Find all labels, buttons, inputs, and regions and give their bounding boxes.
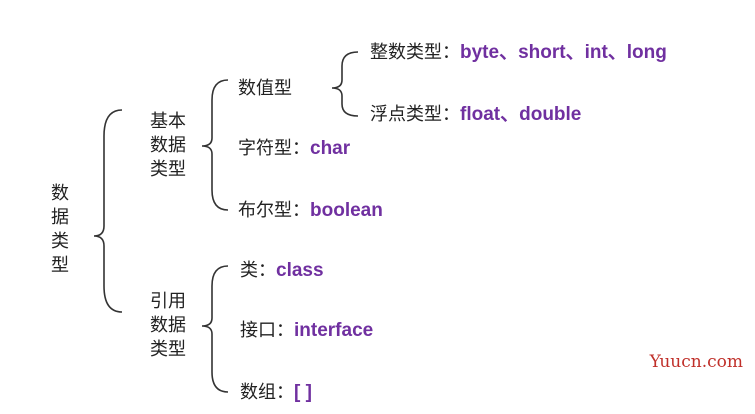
bool-type-value: boolean bbox=[310, 200, 383, 221]
array-type-label: 数组： bbox=[240, 382, 294, 403]
float-types-node: 浮点类型：float、double bbox=[370, 104, 581, 126]
char-type-label: 字符型： bbox=[238, 138, 310, 159]
root-brace bbox=[93, 109, 123, 313]
char-type-value: char bbox=[310, 138, 351, 159]
basic-types-label: 基本 数据 类型 bbox=[150, 110, 210, 182]
array-type-value: [ ] bbox=[294, 382, 312, 403]
array-type-node: 数组：[ ] bbox=[240, 382, 312, 404]
reference-label-line: 引用 bbox=[150, 291, 186, 312]
integer-types-node: 整数类型：byte、short、int、long bbox=[370, 42, 667, 64]
reference-types-label: 引用 数据 类型 bbox=[150, 290, 210, 362]
root-char: 据 bbox=[51, 207, 69, 228]
integer-types-value: byte、short、int、long bbox=[460, 42, 667, 63]
reference-types-brace bbox=[201, 265, 229, 393]
reference-label-line: 数据 bbox=[150, 315, 186, 336]
float-types-label: 浮点类型： bbox=[370, 104, 460, 125]
char-type-node: 字符型：char bbox=[238, 138, 350, 160]
float-types-value: float、double bbox=[460, 104, 582, 125]
root-char: 型 bbox=[51, 255, 69, 276]
interface-type-label: 接口： bbox=[240, 320, 294, 341]
root-char: 类 bbox=[51, 231, 69, 252]
basic-label-line: 类型 bbox=[150, 159, 186, 180]
interface-type-value: interface bbox=[294, 320, 374, 341]
basic-label-line: 基本 bbox=[150, 111, 186, 132]
basic-label-line: 数据 bbox=[150, 135, 186, 156]
interface-type-node: 接口：interface bbox=[240, 320, 373, 342]
bool-type-label: 布尔型： bbox=[238, 200, 310, 221]
class-type-node: 类：class bbox=[240, 260, 324, 282]
root-label: 数 据 类 型 bbox=[50, 182, 70, 278]
class-type-value: class bbox=[276, 260, 324, 281]
numeric-type-label: 数值型 bbox=[238, 78, 292, 99]
root-char: 数 bbox=[51, 183, 69, 204]
watermark: Yuucn.com bbox=[649, 352, 743, 372]
basic-types-brace bbox=[201, 79, 229, 211]
integer-types-label: 整数类型： bbox=[370, 42, 460, 63]
reference-label-line: 类型 bbox=[150, 339, 186, 360]
numeric-type-node: 数值型 bbox=[238, 78, 292, 100]
numeric-brace bbox=[331, 51, 359, 117]
bool-type-node: 布尔型：boolean bbox=[238, 200, 383, 222]
class-type-label: 类： bbox=[240, 260, 276, 281]
